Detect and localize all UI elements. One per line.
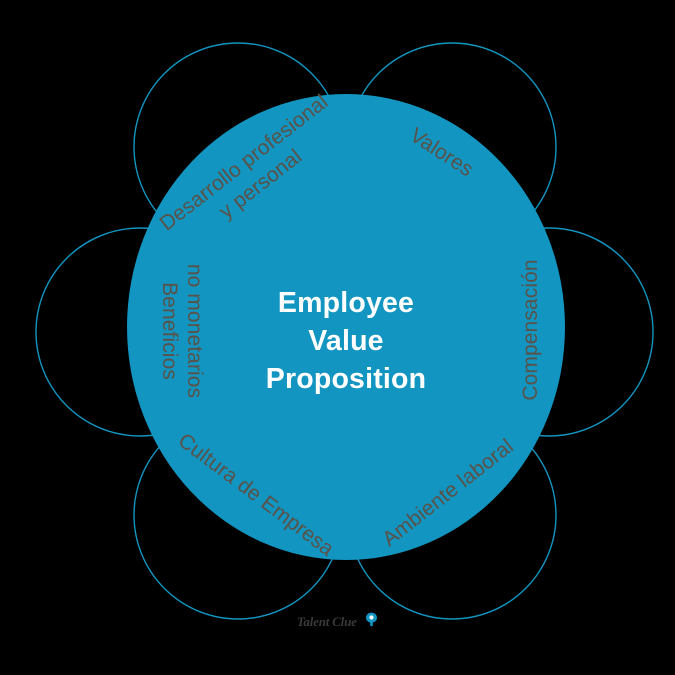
- watermark: Talent Clue: [0, 612, 675, 631]
- petal-label-beneficios-line2: no monetarios: [183, 264, 206, 398]
- petal-label-beneficios: Beneficios no monetarios: [158, 264, 206, 398]
- watermark-brand-label: Talent Clue: [296, 614, 357, 629]
- core-heading-line1: Employee: [278, 287, 414, 319]
- petal-label-beneficios-line1: Beneficios: [158, 282, 181, 380]
- petal-label-compensacion: Compensación: [519, 259, 542, 400]
- petal-label-compensacion-line1: Compensación: [519, 259, 542, 400]
- core-heading-line3: Proposition: [266, 363, 427, 395]
- core-ellipse: [127, 94, 565, 560]
- core-heading-line2: Value: [308, 325, 383, 357]
- core-heading: Employee Value Proposition: [266, 287, 427, 395]
- talent-clue-pin-logo-icon: [365, 612, 378, 631]
